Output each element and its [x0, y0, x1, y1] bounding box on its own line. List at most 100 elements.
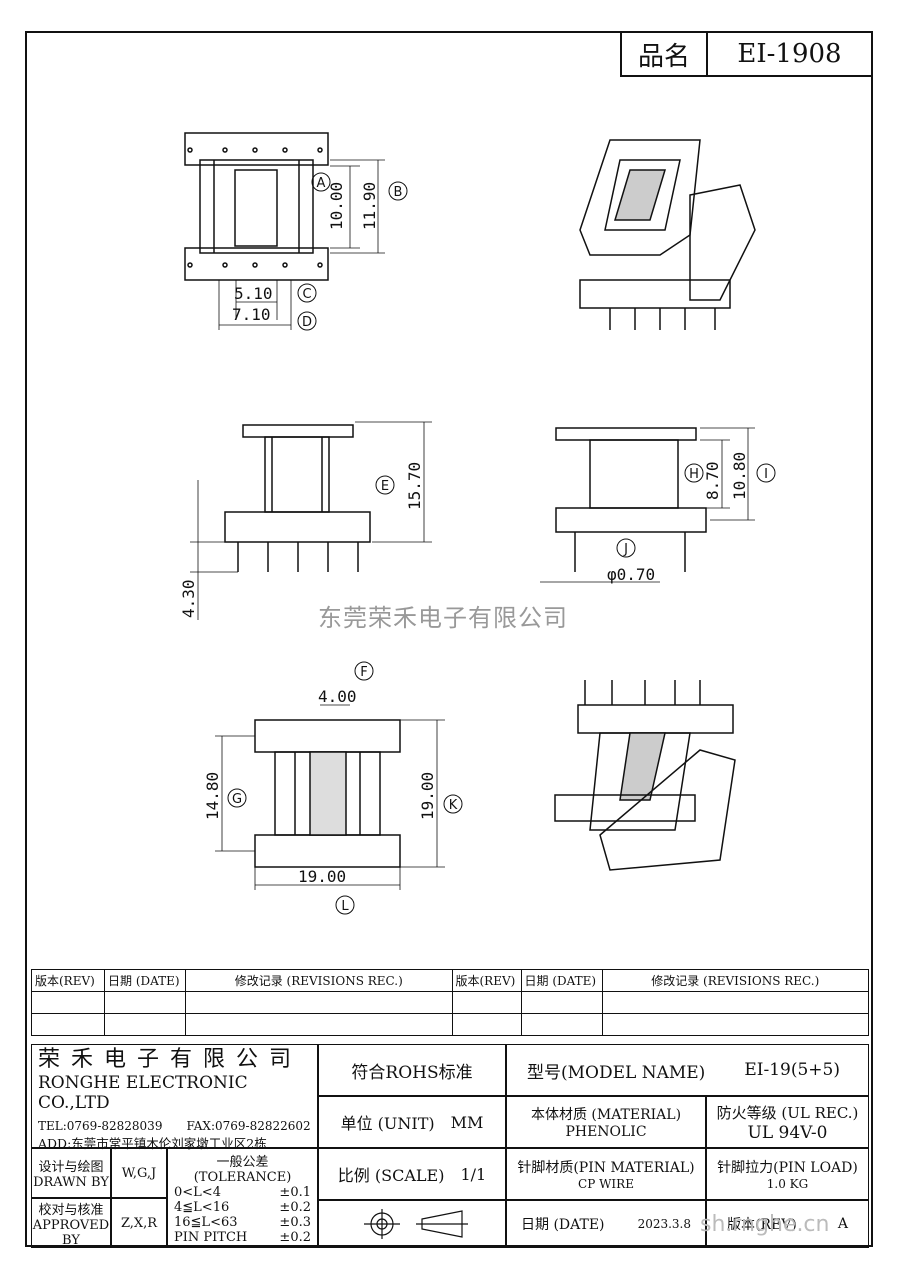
technical-drawing [184, 132, 756, 890]
dim-l: 19.00 [418, 772, 437, 820]
tol-val-1: ±0.1 [279, 1185, 311, 1200]
pin-material-value: CP WIRE [578, 1177, 634, 1191]
revisions-table: 版本(REV) 日期 (DATE) 修改记录 (REVISIONS REC.) … [31, 969, 869, 1036]
scale-cell: 比例 (SCALE) 1/1 [318, 1148, 506, 1200]
pin-load-cell: 针脚拉力(PIN LOAD) 1.0 KG [706, 1148, 869, 1200]
unit-label: 单位 (UNIT) [340, 1114, 435, 1133]
rev-row [31, 991, 869, 1014]
pin-load-value: 1.0 KG [766, 1177, 809, 1191]
marker-l: L [341, 899, 349, 914]
watermark: 东莞荣禾电子有限公司 [318, 604, 568, 632]
marker-g: G [232, 792, 242, 807]
company-name-cn: 荣 禾 电 子 有 限 公 司 [38, 1046, 293, 1072]
dim-c: 5.10 [234, 284, 273, 303]
tol-val-2: ±0.2 [279, 1200, 311, 1215]
model-value: EI-19(5+5) [744, 1060, 840, 1080]
product-name-box: 品名 EI-1908 [620, 31, 873, 77]
projection-symbol-cell [318, 1200, 506, 1248]
material-cell: 本体材质 (MATERIAL) PHENOLIC [506, 1096, 706, 1148]
side-view [540, 427, 755, 583]
unit-value: MM [450, 1112, 484, 1132]
date-value: 2023.3.8 [637, 1217, 691, 1231]
company-address: ADD:东莞市常平镇木伦刘家墩工业区2栋 [38, 1135, 267, 1151]
top-view [184, 132, 385, 330]
rev-row [31, 1013, 869, 1036]
dim-m: 19.00 [298, 867, 346, 886]
marker-f: F [360, 665, 367, 680]
marker-d: D [302, 315, 312, 330]
design-label: 设计与绘图 [38, 1160, 104, 1175]
rev-header-5: 日期 (DATE) [520, 969, 603, 992]
tol-val-3: ±0.3 [279, 1215, 311, 1230]
tol-range-1: 0<L<4 [174, 1185, 221, 1200]
product-name-value: EI-1908 [737, 39, 842, 69]
version-value: A [837, 1216, 848, 1232]
title-block: 荣 禾 电 子 有 限 公 司 RONGHE ELECTRONIC CO.,LT… [31, 1044, 869, 1248]
iso-view-bottom [554, 680, 736, 871]
dim-e: 15.70 [405, 462, 424, 510]
version-cell: 版本(REV) A [706, 1200, 869, 1248]
material-value: PHENOLIC [565, 1124, 647, 1140]
front-view [190, 421, 432, 620]
model-label: 型号(MODEL NAME) [527, 1062, 706, 1083]
fire-cell: 防火等级 (UL REC.) UL 94V-0 [706, 1096, 869, 1148]
approve-label-en: APPROVED BY [32, 1217, 110, 1248]
iso-view-top [579, 139, 756, 330]
marker-b: B [394, 185, 403, 200]
material-label: 本体材质 (MATERIAL) [530, 1107, 682, 1123]
rev-header-4: 版本(REV) [451, 969, 522, 992]
date-cell: 日期 (DATE) 2023.3.8 [506, 1200, 706, 1248]
site-watermark: sh.rnghe.cn [700, 1212, 830, 1237]
date-label: 日期 (DATE) [521, 1217, 605, 1233]
company-fax: FAX:0769-82822602 [186, 1118, 311, 1133]
rev-header-2: 日期 (DATE) [104, 969, 186, 992]
model-cell: 型号(MODEL NAME) EI-19(5+5) [506, 1044, 869, 1096]
scale-label: 比例 (SCALE) [337, 1166, 445, 1185]
rev-header-3: 修改记录 (REVISIONS REC.) [185, 969, 453, 992]
dim-j: φ0.70 [607, 565, 655, 584]
marker-c: C [302, 287, 311, 302]
dim-g: 14.80 [203, 772, 222, 820]
marker-circles [227, 172, 776, 915]
dim-b: 11.90 [360, 182, 379, 230]
marker-j: J [623, 542, 628, 557]
design-label-cell: 设计与绘图 DRAWN BY [31, 1148, 111, 1198]
marker-a: A [317, 176, 326, 191]
company-block: 荣 禾 电 子 有 限 公 司 RONGHE ELECTRONIC CO.,LT… [31, 1044, 318, 1151]
marker-k: K [449, 798, 458, 813]
approve-label-cell: 校对与核准 APPROVED BY [31, 1198, 111, 1248]
pin-material-cell: 针脚材质(PIN MATERIAL) CP WIRE [506, 1148, 706, 1200]
dimension-labels: 10.00 11.90 5.10 7.10 15.70 4.30 8.70 10… [179, 172, 776, 915]
dim-a: 10.00 [327, 182, 346, 230]
tol-range-4: PIN PITCH [174, 1230, 248, 1245]
dim-k: 4.00 [318, 687, 357, 706]
fire-label: 防火等级 (UL REC.) [716, 1103, 859, 1122]
bottom-view [215, 704, 445, 890]
tol-range-3: 16≦L<63 [174, 1215, 238, 1230]
scale-value: 1/1 [460, 1164, 487, 1184]
pin-load-label: 针脚拉力(PIN LOAD) [717, 1160, 858, 1176]
marker-e: E [381, 479, 389, 494]
product-name-label: 品名 [622, 33, 708, 75]
fire-value: UL 94V-0 [747, 1122, 828, 1143]
version-label: 版本(REV) [727, 1217, 797, 1233]
approve-names: Z,X,R [111, 1198, 167, 1248]
company-tel: TEL:0769-82828039 [38, 1118, 163, 1133]
dim-h: 8.70 [703, 461, 722, 500]
tol-val-4: ±0.2 [279, 1230, 311, 1245]
dim-f: 4.30 [179, 579, 198, 618]
pin-material-label: 针脚材质(PIN MATERIAL) [517, 1160, 695, 1176]
tol-range-2: 4≦L<16 [174, 1200, 230, 1215]
design-label-en: DRAWN BY [33, 1175, 109, 1190]
approve-label: 校对与核准 [38, 1202, 104, 1218]
unit-cell: 单位 (UNIT) MM [318, 1096, 506, 1148]
dim-i: 10.80 [730, 452, 749, 500]
marker-i: I [764, 467, 768, 482]
drawing-frame [25, 31, 873, 1247]
rev-header-1: 版本(REV) [31, 969, 105, 992]
dim-d: 7.10 [232, 305, 271, 324]
tolerance-title: 一般公差(TOLERANCE) [193, 1155, 292, 1185]
marker-h: H [689, 467, 699, 482]
rohs-cell: 符合ROHS标准 [318, 1044, 506, 1096]
projection-symbol-icon [364, 1209, 468, 1239]
